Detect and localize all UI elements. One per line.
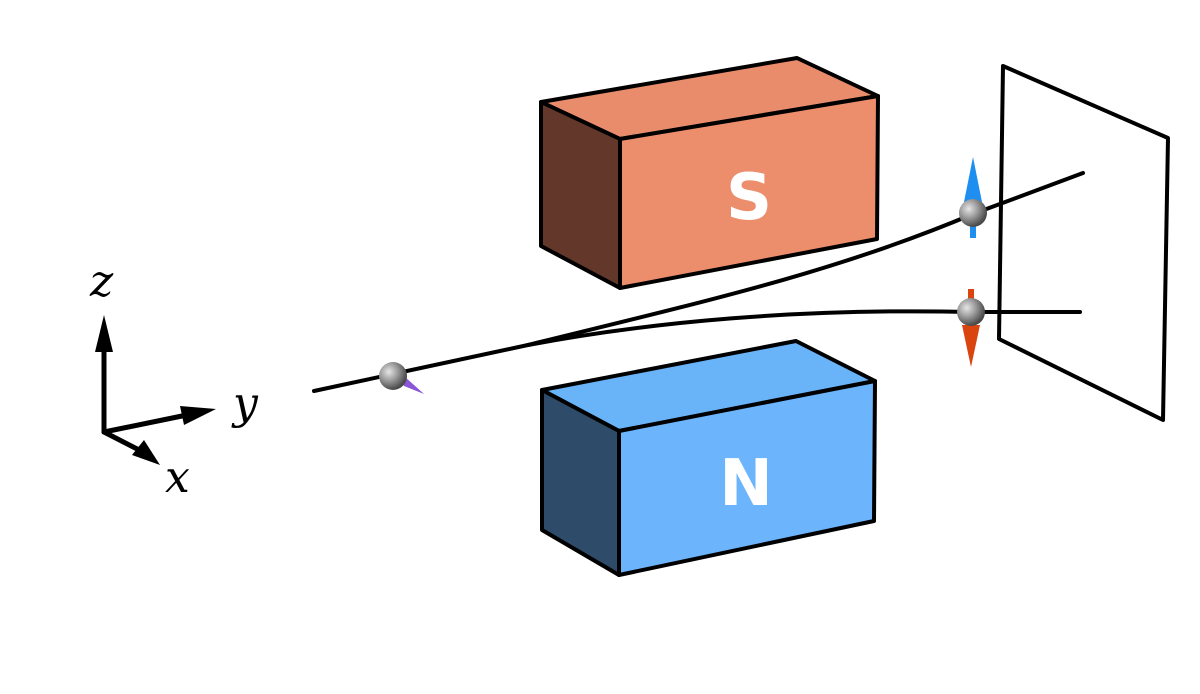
z-axis-arrowhead xyxy=(95,315,113,352)
particle-sphere-down xyxy=(957,298,985,326)
magnet-n-front-face xyxy=(617,379,877,577)
beam-path-lower xyxy=(526,309,1082,347)
beam-path-incoming xyxy=(312,343,530,393)
sphere-with-down-arrow-icon xyxy=(962,325,980,367)
magnet-s-front-face xyxy=(618,94,880,290)
beam-path-upper xyxy=(526,171,1085,347)
x-axis-arrowhead xyxy=(132,440,160,465)
particle-sphere xyxy=(379,362,407,390)
sphere-with-up-arrow-icon xyxy=(964,157,982,202)
magnet-n: N xyxy=(540,339,877,577)
x-axis-line xyxy=(101,429,146,455)
deflected-up-particle xyxy=(959,157,987,238)
magnet-n-label: N xyxy=(719,447,773,521)
x-axis-label: x xyxy=(165,452,190,503)
magnet-s: S xyxy=(539,56,880,290)
detector-screen xyxy=(997,64,1170,422)
deflected-down-particle xyxy=(957,289,985,367)
z-axis-label: z xyxy=(89,256,114,307)
y-axis-arrowhead xyxy=(180,406,216,425)
magnet-s-label: S xyxy=(726,161,772,235)
particle-sphere-up xyxy=(959,199,987,227)
y-axis-line xyxy=(101,413,185,435)
incoming-particle xyxy=(379,362,424,394)
coordinate-axes: z y x xyxy=(89,256,259,503)
y-axis-label: y xyxy=(231,378,259,429)
